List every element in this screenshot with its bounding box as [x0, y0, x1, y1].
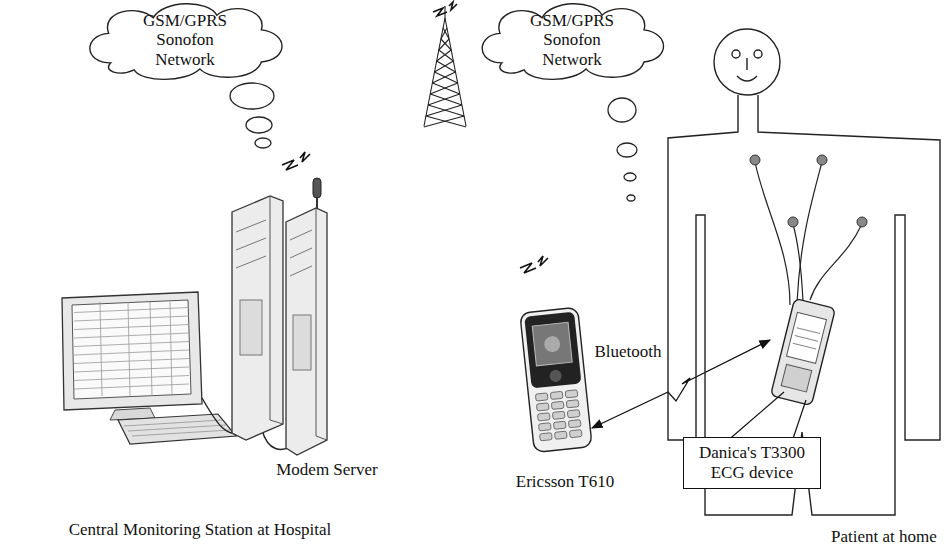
- leader-line: [731, 392, 806, 437]
- electrode-wire: [755, 162, 862, 305]
- phone-label: Ericsson T610: [516, 472, 614, 492]
- device-label-box: Danica's T3300 ECG device: [683, 437, 821, 488]
- node-text: GSM/GPRS Sonofon Network: [524, 11, 620, 70]
- station-label: Central Monitoring Station at Hospital: [69, 520, 332, 540]
- electrode: [750, 155, 867, 227]
- mobile-phone: [520, 307, 592, 452]
- node-text: Danica's T3300 ECG device: [693, 443, 811, 482]
- bluetooth-label: Bluetooth: [594, 342, 661, 362]
- computer-monitor: [62, 292, 202, 420]
- network-cloud: GSM/GPRS Sonofon Network: [79, 0, 291, 83]
- thought-bubbles: [230, 83, 637, 201]
- patient-figure: [668, 29, 940, 515]
- ecg-device: [771, 298, 836, 405]
- server-label: Modem Server: [276, 460, 378, 480]
- node-text: GSM/GPRS Sonofon Network: [137, 11, 233, 70]
- patient-label: Patient at home: [831, 527, 937, 547]
- bluetooth-link: [592, 340, 770, 428]
- network-cloud: GSM/GPRS Sonofon Network: [472, 0, 672, 83]
- modem-server: [232, 178, 327, 455]
- keyboard: [118, 414, 236, 444]
- radio-tower: [424, 6, 466, 127]
